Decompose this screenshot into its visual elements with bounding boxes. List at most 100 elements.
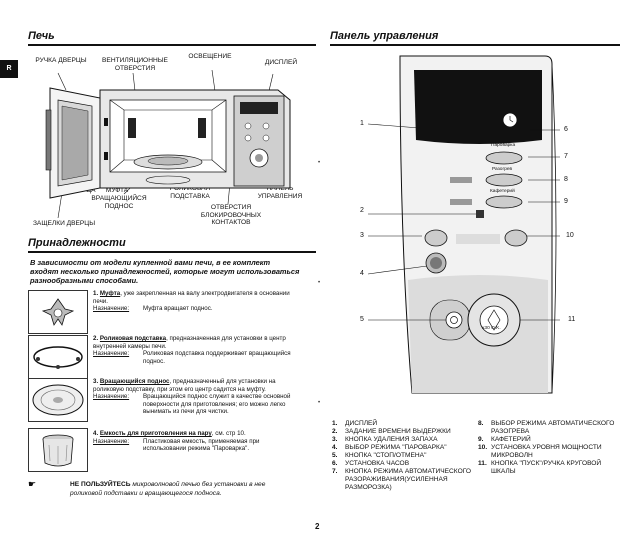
legend-text: УСТАНОВКА УРОВНЯ МОЩНОСТИ МИКРОВОЛН [491,444,602,459]
legend-text: КНОПКА "ПУСК"/РУЧКА КРУГОВОЙ ШКАЛЫ [491,460,602,475]
item-desc: , см. стр 10. [211,430,246,437]
separator-dot: • [318,160,321,166]
item-name: Емкость для приготовления на пару [99,430,212,437]
pointing-hand-icon: ☛ [28,479,37,489]
language-tab: R [0,60,18,78]
legend-number: 3. [332,436,338,443]
label-light: ОСВЕЩЕНИЕ [188,53,232,60]
warning-text: микроволновой печью без установки в нее … [70,481,266,497]
warning-note: ☛ НЕ ПОЛЬЗУЙТЕСЬ микроволновой печью без… [28,480,298,498]
oven-title: Печь [28,30,55,42]
item-value: Роликовая подставка поддерживает вращающ… [143,350,291,365]
label-roller-rest: ВРАЩАЮЩИЙСЯ ПОДНОС [91,195,147,210]
legend-number: 11. [478,460,487,467]
accessory-item-3: 3. Вращающийся поднос, предназначенный д… [93,378,303,416]
label-door-latches: ЗАЩЕЛКИ ДВЕРЦЫ [32,220,96,227]
callout-2: 2 [360,207,364,214]
item-value: Вращающийся поднос служит в качестве осн… [143,393,291,416]
item-key: Назначение: [93,350,130,358]
legend-text: ВЫБОР РЕЖИМА АВТОМАТИЧЕСКОГО РАЗОГРЕВА [491,420,615,435]
legend-number: 10. [478,444,488,451]
warning-bold: НЕ ПОЛЬЗУЙТЕСЬ [70,481,131,488]
control-panel-illustration [367,55,560,394]
panel-legend-right: 8. ВЫБОР РЕЖИМА АВТОМАТИЧЕСКОГО РАЗОГРЕВА… [478,420,624,476]
label-display: ДИСПЛЕЙ [264,59,298,66]
callout-8: 8 [564,176,568,183]
accessory-item-4: 4. Емкость для приготовления на пару, см… [93,430,303,453]
legend-text: УСТАНОВКА ЧАСОВ [345,460,410,467]
legend-text: КАФЕТЕРИЙ [491,436,531,443]
callout-1: 1 [360,120,364,127]
legend-number: 9. [478,436,484,443]
item-value: Муфта вращает поднос. [143,305,213,313]
coffee-mode-label: Кафетерий [490,189,515,194]
oven-illustration [45,70,291,219]
roller-ring-image [28,335,88,379]
turntable-image [28,378,88,422]
item-key: Назначение: [93,437,130,445]
separator-dot: • [318,400,321,406]
accessories-title: Принадлежности [28,237,126,249]
item-number: 2. [93,335,99,342]
item-desc: , предназначенный для установки на ролик… [93,378,276,393]
legend-item: 2. ЗАДАНИЕ ВРЕМЕНИ ВЫДЕРЖКИ [332,428,478,436]
legend-number: 8. [478,420,484,427]
item-number: 3. [93,378,99,385]
item-value: Пластиковая емкость, применяемая при исп… [143,437,260,453]
legend-item: 11. КНОПКА "ПУСК"/РУЧКА КРУГОВОЙ ШКАЛЫ [478,460,624,476]
item-number: 4. [93,430,99,437]
legend-text: КНОПКА "СТОП/ОТМЕНА" [345,452,427,459]
legend-number: 1. [332,420,338,427]
legend-text: ВЫБОР РЕЖИМА "ПАРОВАРКА" [345,444,447,451]
panel-legend-left: 1. ДИСПЛЕЙ 2. ЗАДАНИЕ ВРЕМЕНИ ВЫДЕРЖКИ 3. К… [332,420,478,492]
legend-item: 6. УСТАНОВКА ЧАСОВ [332,460,478,468]
legend-item: 4. ВЫБОР РЕЖИМА "ПАРОВАРКА" [332,444,478,452]
separator-dot: • [318,280,321,286]
accessories-intro: В зависимости от модели купленной вами п… [30,258,300,285]
callout-7: 7 [564,153,568,160]
panel-title-rule [330,44,620,46]
legend-text: КНОПКА УДАЛЕНИЯ ЗАПАХА [345,436,438,443]
legend-number: 4. [332,444,338,451]
steamer-image [28,428,88,472]
legend-text: ДИСПЛЕЙ [345,420,378,427]
accessory-item-1: 1. Муфта, уже закрепленная на валу элект… [93,290,303,313]
legend-item: 10.УСТАНОВКА УРОВНЯ МОЩНОСТИ МИКРОВОЛН [478,444,624,460]
callout-10: 10 [566,232,574,239]
legend-item: 9. КАФЕТЕРИЙ [478,436,624,444]
accessories-title-rule [28,251,316,253]
legend-item: 5. КНОПКА "СТОП/ОТМЕНА" [332,452,478,460]
steam-mode-label: Пароварка [491,143,516,148]
legend-item: 1. ДИСПЛЕЙ [332,420,478,428]
label-vents: ВЕНТИЛЯЦИОННЫЕ ОТВЕРСТИЯ [102,57,168,72]
item-key: Назначение: [93,393,130,401]
legend-text: ЗАДАНИЕ ВРЕМЕНИ ВЫДЕРЖКИ [345,428,451,435]
legend-number: 5. [332,452,338,459]
legend-item: 8. ВЫБОР РЕЖИМА АВТОМАТИЧЕСКОГО РАЗОГРЕВА [478,420,624,436]
legend-number: 2. [332,428,338,435]
callout-5: 5 [360,316,364,323]
legend-number: 7. [332,468,338,475]
callout-9: 9 [564,198,568,205]
panel-title: Панель управления [330,30,439,42]
item-name: Муфта [99,290,121,297]
dial-label: x30 O.K. [482,326,501,331]
callout-6: 6 [564,126,568,133]
accessory-item-2: 2. Роликовая подставка, предназначенная … [93,335,303,365]
label-coupler: МУФТА [105,187,129,194]
item-desc: , предназначенная для установки в центр … [93,335,286,350]
coupler-image [28,290,88,334]
item-key: Назначение: [93,305,130,313]
item-name: Роликовая подставка [99,335,167,342]
legend-item: 7. КНОПКА РЕЖИМА АВТОМАТИЧЕСКОГО РАЗОРАЖИ… [332,468,478,492]
callout-4: 4 [360,270,364,277]
legend-text: КНОПКА РЕЖИМА АВТОМАТИЧЕСКОГО РАЗОРАЖИВА… [345,468,472,491]
label-interlock: ОТВЕРСТИЯ БЛОКИРОВОЧНЫХ КОНТАКТОВ [200,204,262,227]
page-number: 2 [315,522,320,531]
oven-title-rule [28,44,316,46]
callout-3: 3 [360,232,364,239]
item-number: 1. [93,290,99,297]
item-name: Вращающийся поднос [99,378,170,385]
legend-number: 6. [332,460,338,467]
item-desc: , уже закрепленная на валу электродвигат… [93,290,290,305]
